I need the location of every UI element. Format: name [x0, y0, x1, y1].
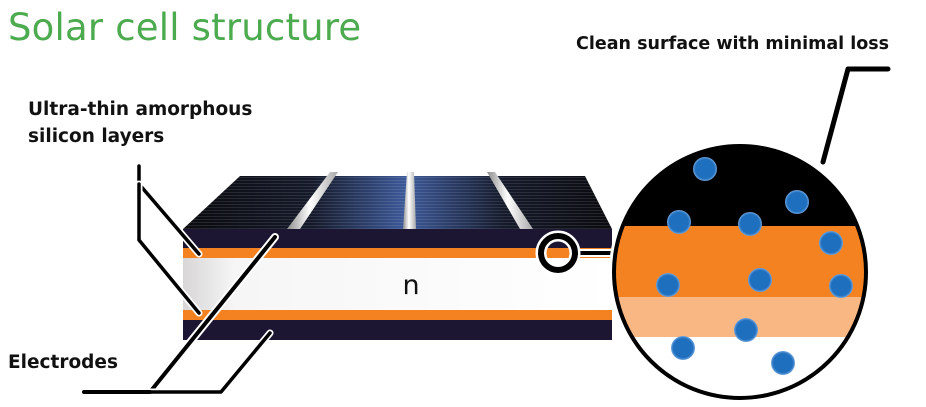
carrier-particle [667, 210, 691, 234]
label-amorphous-line1: Ultra-thin amorphous [28, 99, 253, 120]
carrier-particle [819, 231, 843, 255]
n-layer-label: n [402, 270, 419, 301]
layer-amorphous-top [183, 248, 612, 258]
layer-amorphous-bottom [183, 310, 612, 320]
cell-front-layers: n [183, 229, 612, 340]
carrier-particle [829, 274, 853, 298]
callout-amorphous-layers [135, 162, 203, 317]
callout-electrodes [82, 233, 279, 396]
carrier-particles [656, 157, 853, 375]
layer-bottom-electrode [183, 320, 612, 340]
finger-electrode [487, 172, 533, 229]
carrier-particle [671, 336, 695, 360]
top-finger-electrodes [287, 172, 533, 229]
layer-top-electrode [183, 229, 612, 248]
label-amorphous-line2: silicon layers [28, 126, 165, 147]
finger-electrode [287, 172, 338, 229]
carrier-particle [734, 318, 758, 342]
carrier-particle [748, 268, 772, 292]
carrier-particle [693, 157, 717, 181]
magnified-view [609, 141, 871, 403]
carrier-particle [771, 351, 795, 375]
magnifier-ring [535, 230, 614, 276]
callout-clean-surface [820, 66, 891, 165]
magnified-layer-surface [614, 146, 866, 226]
label-electrodes: Electrodes [8, 352, 118, 373]
cell-top-surface [183, 176, 612, 229]
carrier-particle [738, 212, 762, 236]
label-amorphous-layers: Ultra-thin amorphous silicon layers [28, 96, 252, 150]
label-clean-surface: Clean surface with minimal loss [576, 34, 890, 54]
finger-electrode [403, 172, 416, 229]
diagram-title: Solar cell structure [8, 6, 362, 49]
carrier-particle [656, 273, 680, 297]
carrier-particle [785, 190, 809, 214]
